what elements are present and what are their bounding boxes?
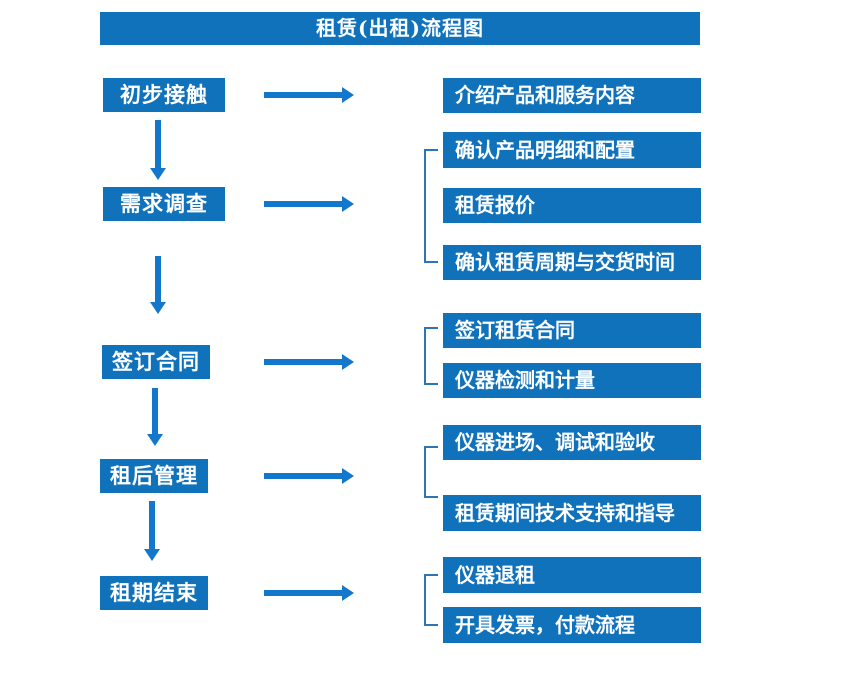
detail-box-instrument-testing: 仪器检测和计量 [443,363,701,398]
arrowhead-right-icon [342,585,354,601]
arrowhead-down-icon [150,302,166,314]
right-arrow-1 [264,87,354,103]
step-box-sign-contract: 签订合同 [102,345,210,379]
down-arrow-4 [144,501,160,561]
detail-box-rental-quote: 租赁报价 [443,188,701,223]
right-arrow-2 [264,196,354,212]
step-box-demand-survey: 需求调查 [103,187,225,221]
arrow-shaft [264,92,342,98]
detail-box-instrument-setup-acceptance: 仪器进场、调试和验收 [443,425,701,460]
arrowhead-down-icon [150,168,166,180]
right-arrow-5 [264,585,354,601]
step-box-post-rental-management: 租后管理 [100,459,208,493]
group-bracket-demand-survey [424,149,438,263]
right-arrow-3 [264,354,354,370]
arrow-shaft [264,359,342,365]
detail-box-tech-support: 租赁期间技术支持和指导 [443,495,701,531]
arrow-shaft [264,590,342,596]
arrowhead-right-icon [342,468,354,484]
detail-box-confirm-details-config: 确认产品明细和配置 [443,132,701,168]
right-arrow-4 [264,468,354,484]
arrowhead-right-icon [342,87,354,103]
flowchart-title: 租赁(出租)流程图 [100,12,700,45]
arrow-shaft [155,120,161,168]
detail-box-invoice-payment: 开具发票，付款流程 [443,607,701,643]
group-bracket-sign-contract [424,327,438,385]
down-arrow-1 [150,120,166,180]
step-box-lease-end: 租期结束 [100,576,208,610]
down-arrow-2 [150,256,166,314]
arrowhead-right-icon [342,196,354,212]
detail-box-introduce-products: 介绍产品和服务内容 [443,78,701,113]
arrow-shaft [264,201,342,207]
arrowhead-down-icon [147,434,163,446]
group-bracket-post-rental [424,446,438,498]
detail-box-sign-rental-contract: 签订租赁合同 [443,313,701,348]
step-box-initial-contact: 初步接触 [103,78,225,112]
arrowhead-down-icon [144,549,160,561]
down-arrow-3 [147,388,163,446]
group-bracket-lease-end [424,574,438,626]
arrow-shaft [152,388,158,434]
arrowhead-right-icon [342,354,354,370]
detail-box-instrument-return: 仪器退租 [443,557,701,593]
detail-box-confirm-period-delivery: 确认租赁周期与交货时间 [443,245,701,280]
arrow-shaft [149,501,155,549]
arrow-shaft [155,256,161,302]
arrow-shaft [264,473,342,479]
